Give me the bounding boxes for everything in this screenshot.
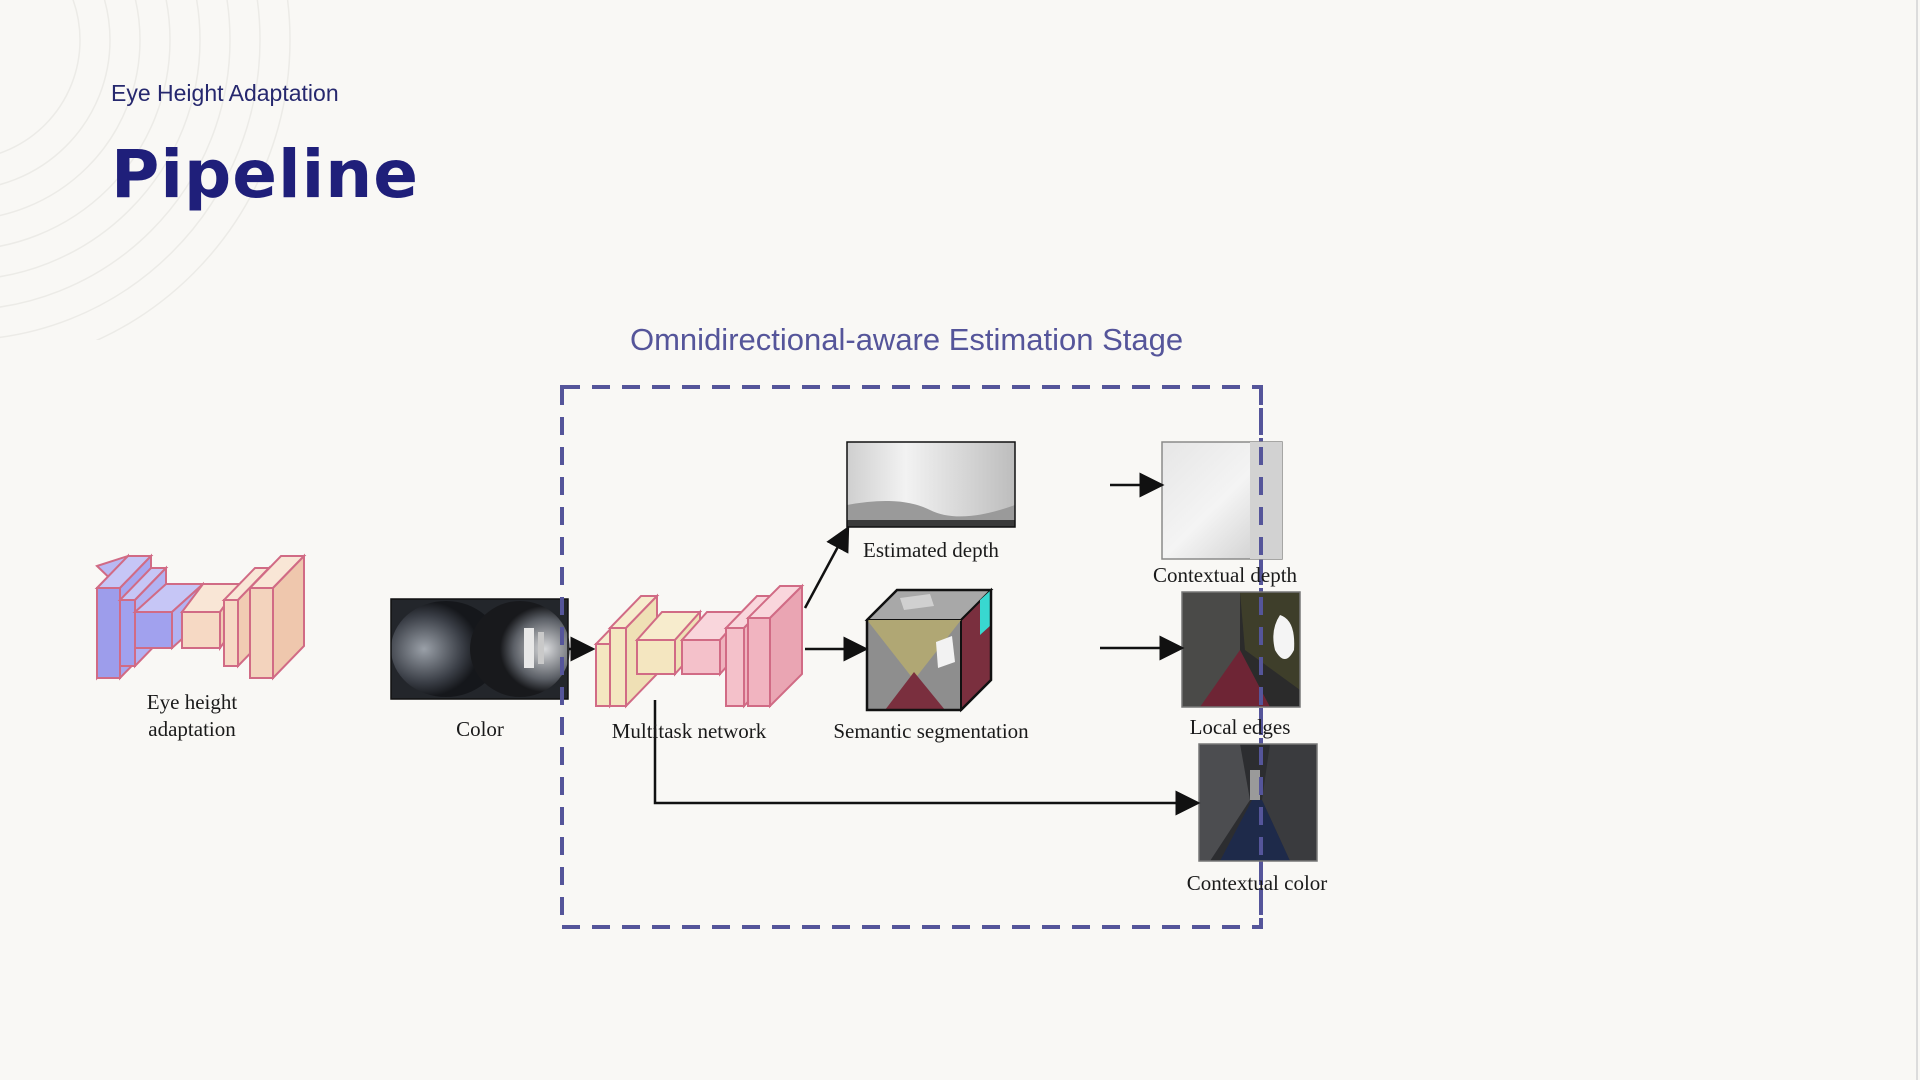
semantic-segmentation-label: Semantic segmentation bbox=[833, 719, 1029, 743]
section-subtitle: Eye Height Adaptation bbox=[111, 80, 339, 106]
multitask-network-icon bbox=[593, 583, 805, 709]
contextual-color-image bbox=[1198, 743, 1318, 862]
color-panorama-image bbox=[390, 598, 570, 700]
stage-label: Omnidirectional-aware Estimation Stage bbox=[630, 322, 1184, 357]
eye-height-label-line1: Eye height bbox=[146, 690, 238, 714]
contextual-color-label: Contextual color bbox=[1186, 871, 1328, 895]
semantic-segmentation-cube-image bbox=[864, 587, 994, 713]
page-title: Pipeline bbox=[111, 136, 419, 213]
contextual-depth-image bbox=[1161, 441, 1283, 560]
estimated-depth-label: Estimated depth bbox=[863, 538, 999, 562]
eye-height-network-icon bbox=[94, 553, 307, 681]
local-edges-image bbox=[1181, 591, 1301, 708]
decorative-arcs bbox=[0, 0, 291, 340]
eye-height-label: Eye height adaptation bbox=[120, 689, 264, 743]
estimated-depth-image bbox=[846, 441, 1016, 528]
contextual-depth-label: Contextual depth bbox=[1152, 563, 1298, 587]
local-edges-label: Local edges bbox=[1189, 715, 1291, 739]
eye-height-label-line2: adaptation bbox=[148, 717, 236, 741]
slide-edge bbox=[1916, 0, 1918, 1080]
color-label: Color bbox=[456, 717, 504, 741]
multitask-network-label: Multitask network bbox=[611, 719, 767, 743]
